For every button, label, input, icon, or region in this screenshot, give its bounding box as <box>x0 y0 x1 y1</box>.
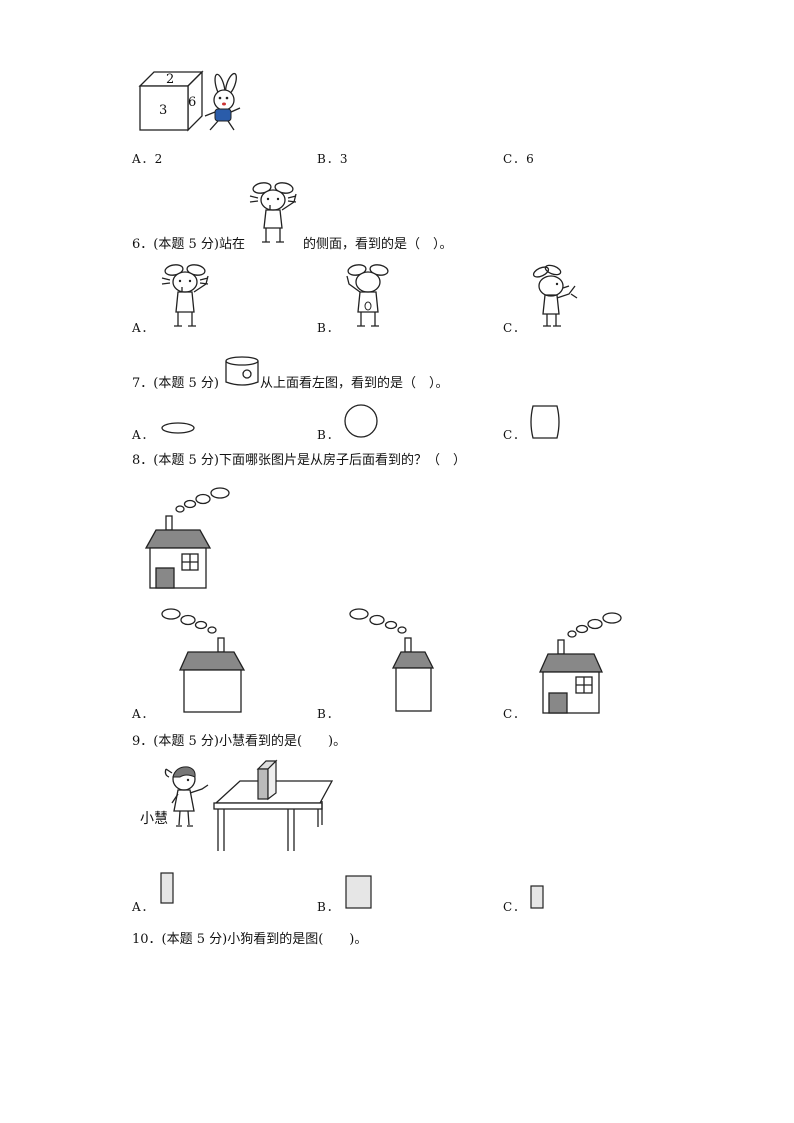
rabbit-back-view-icon[interactable] <box>343 262 395 332</box>
q6-option-c[interactable]: C． <box>503 321 527 335</box>
cube-side-number: 6 <box>188 95 197 110</box>
rabbit-front-inline-icon <box>249 182 297 243</box>
flat-ellipse-shape[interactable] <box>160 420 196 436</box>
rabbit-side-view-icon[interactable] <box>527 264 583 332</box>
q9-stem: 9．(本题 5 分)小慧看到的是( )。 <box>132 734 347 749</box>
girl-xiaohui-illustration <box>164 766 209 827</box>
q7-stem-start: 7．(本题 5 分) <box>132 376 219 391</box>
q6-stem-end: 的侧面，看到的是（ ）。 <box>303 237 453 252</box>
house-front-view-c[interactable] <box>532 604 632 716</box>
q8-stem: 8．(本题 5 分)下面哪张图片是从房子后面看到的？（ ） <box>132 453 466 468</box>
house-front-reference <box>144 487 230 589</box>
small-rectangle-shape[interactable] <box>530 885 546 911</box>
q9-option-c[interactable]: C． <box>503 900 527 914</box>
table-with-box-illustration <box>213 759 334 851</box>
house-side-view-b[interactable] <box>345 604 437 714</box>
q6-stem-start: 6．(本题 5 分)站在 <box>132 237 245 252</box>
q7-option-b[interactable]: B． <box>317 428 340 442</box>
q10-stem: 10．(本题 5 分)小狗看到的是图( )。 <box>132 932 368 947</box>
q9-option-a[interactable]: A． <box>132 900 155 914</box>
q8-option-a[interactable]: A． <box>132 707 155 721</box>
girl-label: 小慧 <box>140 811 168 827</box>
wide-rectangle-shape[interactable] <box>345 875 375 911</box>
q5-option-c[interactable]: C．6 <box>503 152 535 166</box>
q6-option-a[interactable]: A． <box>132 321 155 335</box>
cube-front-number: 3 <box>159 103 168 118</box>
q5-option-a[interactable]: A．2 <box>132 152 164 166</box>
tall-rectangle-shape[interactable] <box>160 872 176 906</box>
q9-option-b[interactable]: B． <box>317 900 340 914</box>
q7-option-c[interactable]: C． <box>503 428 527 442</box>
circle-shape[interactable] <box>342 402 380 440</box>
house-back-view-a[interactable] <box>158 604 250 714</box>
q8-option-b[interactable]: B． <box>317 707 340 721</box>
cube-top-number: 2 <box>166 72 175 87</box>
cylinder-inline-icon <box>225 356 259 386</box>
q8-option-c[interactable]: C． <box>503 707 527 721</box>
q5-option-b[interactable]: B．3 <box>317 152 349 166</box>
rounded-rectangle-shape[interactable] <box>527 404 563 440</box>
q7-stem-end: 从上面看左图，看到的是（ ）。 <box>260 376 449 391</box>
q7-option-a[interactable]: A． <box>132 428 155 442</box>
q6-option-b[interactable]: B． <box>317 321 340 335</box>
rabbit-front-view-icon[interactable] <box>160 262 212 332</box>
rabbit-running-illustration <box>204 72 241 131</box>
cube-figure <box>138 70 204 132</box>
